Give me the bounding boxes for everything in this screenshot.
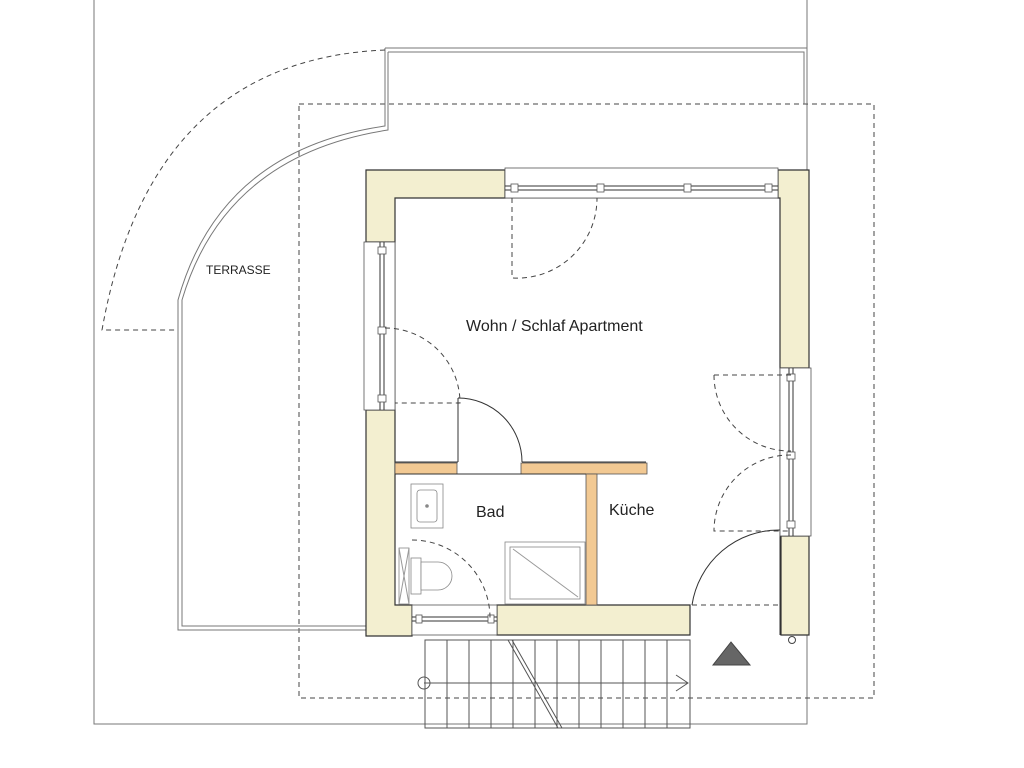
- terrace-outline: [101, 47, 808, 631]
- door-swings: [384, 197, 792, 619]
- window-top: [504, 167, 779, 199]
- shower: [504, 541, 586, 605]
- toilet: [398, 547, 453, 605]
- window-right: [779, 367, 812, 537]
- outer-walls: [365, 169, 810, 637]
- window-bath: [411, 604, 498, 636]
- stair-arrow-icon: [675, 674, 689, 692]
- interior-walls: [394, 462, 648, 606]
- staircase: [417, 639, 691, 729]
- sink: [410, 483, 444, 529]
- room-label-living: Wohn / Schlaf Apartment: [466, 318, 643, 335]
- room-label-bath: Bad: [476, 504, 504, 521]
- up-arrow-icon: [711, 641, 752, 666]
- room-label-kitchen: Küche: [609, 502, 654, 519]
- room-label-terrace: TERRASSE: [206, 263, 271, 277]
- window-left: [363, 241, 396, 411]
- corner-marker: [788, 636, 796, 644]
